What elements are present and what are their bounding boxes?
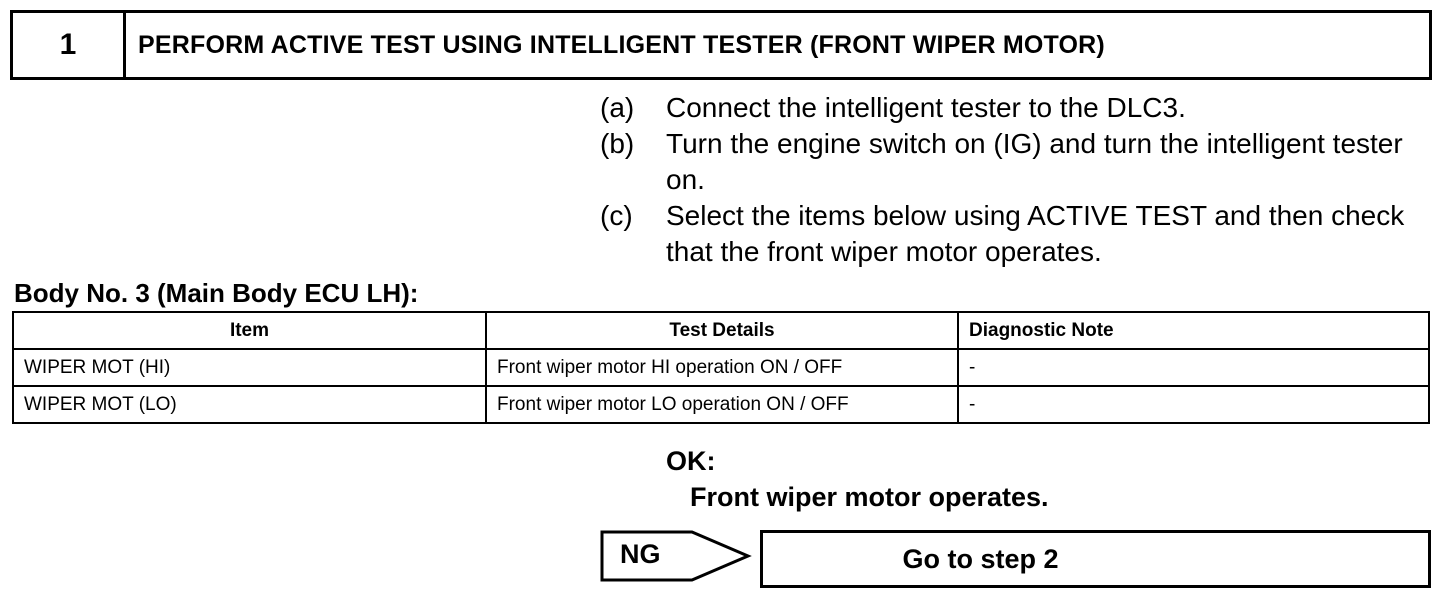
instruction-text: Connect the intelligent tester to the DL… (666, 92, 1186, 123)
step-number: 1 (13, 13, 126, 77)
table-cell-test-details: Front wiper motor LO operation ON / OFF (485, 385, 959, 424)
step-header: 1 PERFORM ACTIVE TEST USING INTELLIGENT … (10, 10, 1432, 80)
ok-result-text: Front wiper motor operates. (690, 482, 1049, 512)
step-title: PERFORM ACTIVE TEST USING INTELLIGENT TE… (138, 30, 1105, 59)
go-to-step-link[interactable]: Go to step 2 (760, 530, 1431, 588)
table-cell-diagnostic-note: - (957, 385, 1430, 424)
instruction-item: (a) Connect the intelligent tester to th… (600, 90, 1440, 126)
column-header-item: Item (12, 311, 487, 350)
instruction-marker: (a) (600, 92, 635, 123)
go-to-step-label: Go to step 2 (902, 543, 1059, 574)
table-cell-item: WIPER MOT (HI) (12, 348, 487, 387)
table-cell-diagnostic-note: - (957, 348, 1430, 387)
column-header-diagnostic-note: Diagnostic Note (957, 311, 1430, 350)
table-cell-test-details: Front wiper motor HI operation ON / OFF (485, 348, 959, 387)
instruction-text: Select the items below using ACTIVE TEST… (666, 200, 1405, 267)
instruction-marker: (b) (600, 128, 635, 159)
active-test-table: Item Test Details Diagnostic Note WIPER … (12, 311, 1430, 424)
instruction-marker: (c) (600, 200, 633, 231)
table-row: WIPER MOT (LO) Front wiper motor LO oper… (12, 385, 1430, 424)
instruction-text: Turn the engine switch on (IG) and turn … (666, 128, 1403, 195)
instruction-item: (c) Select the items below using ACTIVE … (600, 198, 1440, 270)
table-cell-item: WIPER MOT (LO) (12, 385, 487, 424)
ng-label: NG (620, 539, 661, 569)
ng-arrow-icon (600, 530, 752, 582)
instruction-list: (a) Connect the intelligent tester to th… (600, 90, 1440, 270)
table-title: Body No. 3 (Main Body ECU LH): (14, 278, 419, 308)
column-header-test-details: Test Details (485, 311, 959, 350)
table-header-row: Item Test Details Diagnostic Note (12, 311, 1430, 350)
ok-label: OK: (666, 446, 716, 476)
table-row: WIPER MOT (HI) Front wiper motor HI oper… (12, 348, 1430, 387)
instruction-item: (b) Turn the engine switch on (IG) and t… (600, 126, 1440, 198)
